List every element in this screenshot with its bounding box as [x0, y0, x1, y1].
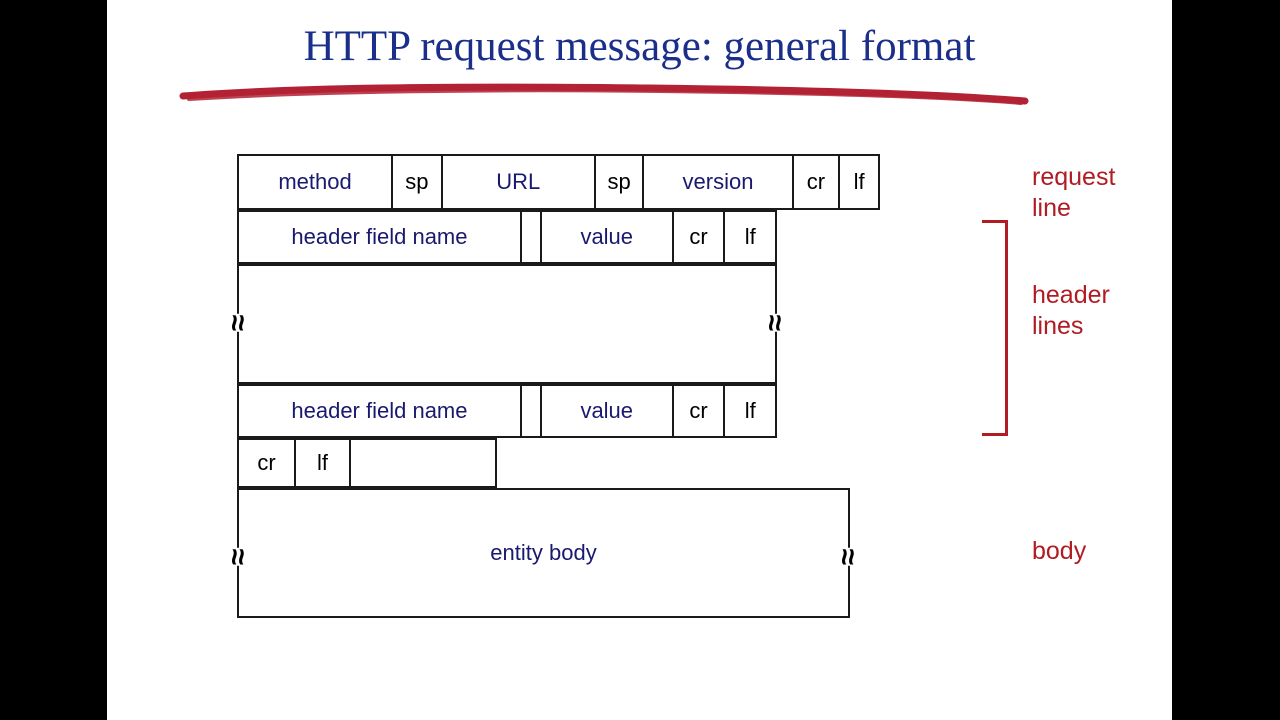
cell-header-value-1: value — [542, 212, 674, 262]
slide-canvas: HTTP request message: general format met… — [107, 0, 1172, 720]
diagram-row-header-line-2: header field name value cr lf — [237, 384, 777, 438]
cell-cr-header-2: cr — [674, 386, 726, 436]
cell-header-field-name-1: header field name — [239, 212, 522, 262]
cell-lf-header-1: lf — [744, 224, 756, 249]
diagram-row-request-line: method sp URL sp version cr lf — [237, 154, 880, 210]
cell-cr-request: cr — [794, 156, 841, 208]
cell-header-field-name-2: header field name — [239, 386, 522, 436]
diagram-row-header-elision — [237, 264, 777, 384]
cell-lf-blank-line: lf — [296, 440, 351, 486]
diagram-row-header-line-1: header field name value cr lf — [237, 210, 777, 264]
annotation-header-lines: header lines — [1032, 281, 1110, 340]
break-mark-icon-right-headers: ≈ — [758, 313, 792, 333]
cell-url: URL — [443, 156, 596, 208]
break-mark-icon-left-body: ≈ — [221, 547, 255, 567]
page-title: HTTP request message: general format — [303, 23, 976, 70]
cell-entity-body: entity body — [490, 540, 597, 565]
cell-blank-line-filler — [351, 440, 495, 486]
diagram-row-entity-body: entity body — [237, 488, 850, 618]
header-lines-bracket — [982, 220, 1008, 436]
diagram-row-blank-line: cr lf — [237, 438, 497, 488]
cell-header-separator-1 — [522, 212, 542, 262]
cell-header-elision — [239, 266, 775, 382]
title-block: HTTP request message: general format — [107, 22, 1172, 112]
cell-version: version — [644, 156, 794, 208]
cell-lf-header-2: lf — [744, 398, 756, 423]
cell-header-value-2: value — [542, 386, 674, 436]
break-mark-icon-left-headers: ≈ — [221, 313, 255, 333]
cell-header-separator-2 — [522, 386, 542, 436]
break-mark-icon-right-body: ≈ — [831, 547, 865, 567]
cell-cr-blank-line: cr — [239, 440, 296, 486]
annotation-request-line: request line — [1032, 163, 1116, 222]
cell-cr-header-1: cr — [674, 212, 726, 262]
cell-method: method — [239, 156, 394, 208]
annotation-body: body — [1032, 537, 1087, 565]
cell-lf-request: lf — [853, 169, 865, 194]
title-underline-stroke — [179, 83, 1029, 105]
cell-sp-1: sp — [393, 156, 443, 208]
cell-sp-2: sp — [596, 156, 645, 208]
http-request-format-diagram: method sp URL sp version cr lf header fi… — [221, 148, 1172, 638]
